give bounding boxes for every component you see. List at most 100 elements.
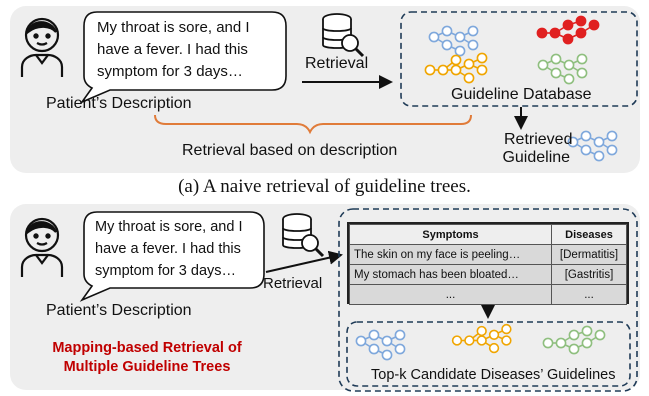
tree-node	[476, 64, 488, 76]
tree-node	[368, 329, 380, 341]
tree-node	[381, 335, 393, 347]
tree-node	[424, 64, 436, 76]
table-row: ... ...	[349, 284, 627, 305]
tree-node	[450, 64, 462, 76]
tree-node	[437, 64, 449, 76]
tree-node	[441, 25, 453, 37]
tree-node	[368, 343, 380, 355]
tree-node	[549, 27, 561, 39]
tree-node	[501, 323, 512, 335]
patient-label: Patient’s Description	[46, 95, 192, 112]
table-cell: [Gastritis]	[551, 264, 627, 285]
table-cell: ...	[349, 284, 552, 305]
database-search-icon	[282, 213, 325, 258]
description-brace	[154, 114, 472, 135]
tree-node	[550, 53, 562, 65]
table-cell: My stomach has been bloated…	[349, 264, 552, 285]
tree-node	[463, 72, 475, 84]
tree-node	[563, 73, 575, 85]
table-cell: The skin on my face is peeling…	[349, 244, 552, 265]
blue-guideline-tree	[428, 25, 479, 57]
retrieved-line: Retrieved	[504, 131, 573, 148]
blue-guideline-tree	[567, 130, 618, 162]
bubble-line: symptom for 3 days…	[95, 263, 237, 279]
speech-bubble	[79, 211, 265, 302]
tree-node	[467, 25, 479, 37]
user-icon	[20, 17, 64, 77]
tree-node	[428, 31, 440, 43]
speech-bubble	[79, 11, 287, 104]
bubble-line: symptom for 3 days…	[97, 63, 243, 80]
tree-node	[581, 337, 593, 349]
table-header-cell: Symptoms	[349, 224, 552, 245]
tree-node	[441, 39, 453, 51]
mapping-title: Mapping-based Retrieval of Multiple Guid…	[32, 339, 262, 377]
tree-node	[381, 349, 393, 361]
tree-node	[555, 337, 567, 349]
tree-node	[476, 52, 488, 64]
retrieval-label: Retrieval	[305, 55, 369, 72]
table-cell: [Dermatitis]	[551, 244, 627, 265]
tree-node	[581, 325, 593, 337]
mapping-line: Mapping-based Retrieval of	[52, 340, 242, 356]
green-guideline-tree	[542, 325, 606, 355]
topk-label: Top-k Candidate Diseases’ Guidelines	[371, 367, 616, 383]
database-search-icon	[322, 13, 365, 58]
table-row: My stomach has been bloated… [Gastritis]	[349, 264, 627, 285]
tree-node	[606, 130, 618, 142]
tree-node	[594, 329, 606, 341]
mapping-line: Multiple Guideline Trees	[63, 359, 231, 375]
orange-guideline-tree	[424, 52, 488, 84]
caption-a: (a) A naive retrieval of guideline trees…	[178, 176, 471, 197]
bubble-line: have a fever. I had this	[95, 241, 241, 257]
tree-node	[394, 329, 406, 341]
brace-label: Retrieval based on description	[182, 142, 398, 159]
tree-node	[562, 33, 574, 45]
tree-node	[576, 53, 588, 65]
database-label: Guideline Database	[451, 86, 592, 103]
tree-node	[454, 45, 466, 57]
tree-node	[567, 136, 579, 148]
green-guideline-tree	[537, 53, 588, 85]
tree-node	[593, 150, 605, 162]
table-cell: ...	[551, 284, 627, 305]
tree-node	[476, 335, 487, 346]
table-header-cell: Diseases	[551, 224, 627, 245]
table-row: The skin on my face is peeling… [Dermati…	[349, 244, 627, 265]
tree-node	[575, 27, 587, 39]
tree-node	[450, 54, 462, 66]
tree-node	[464, 335, 475, 346]
tree-node	[550, 67, 562, 79]
tree-node	[537, 59, 549, 71]
tree-node	[355, 335, 367, 347]
arrow-right-icon	[265, 250, 343, 273]
tree-node	[542, 337, 554, 349]
tree-node	[451, 335, 463, 346]
retrieval-label: Retrieval	[263, 275, 323, 292]
patient-label: Patient’s Description	[46, 302, 192, 319]
tree-node	[588, 19, 600, 31]
tree-node	[563, 59, 575, 71]
patient-bubble-text: My throat is sore, and I have a fever. I…	[95, 216, 242, 282]
orange-guideline-tree	[451, 323, 512, 354]
tree-node	[568, 343, 580, 355]
topk-box	[346, 321, 631, 387]
tree-node	[606, 144, 618, 156]
blue-guideline-tree	[355, 329, 406, 361]
retrieved-line: Guideline	[502, 149, 571, 166]
mapping-frame	[338, 208, 638, 392]
tree-node	[476, 325, 487, 337]
tree-node	[501, 335, 512, 346]
tree-node	[580, 144, 592, 156]
tree-node	[454, 31, 466, 43]
tree-node	[467, 39, 479, 51]
tree-node	[536, 27, 548, 39]
bubble-line: have a fever. I had this	[97, 41, 248, 58]
tree-node	[575, 15, 587, 27]
retrieved-guideline-label: Retrieved Guideline	[502, 131, 573, 167]
patient-bubble-text: My throat is sore, and I have a fever. I…	[97, 17, 250, 83]
tree-node	[463, 58, 475, 70]
tree-node	[580, 130, 592, 142]
tree-node	[394, 343, 406, 355]
